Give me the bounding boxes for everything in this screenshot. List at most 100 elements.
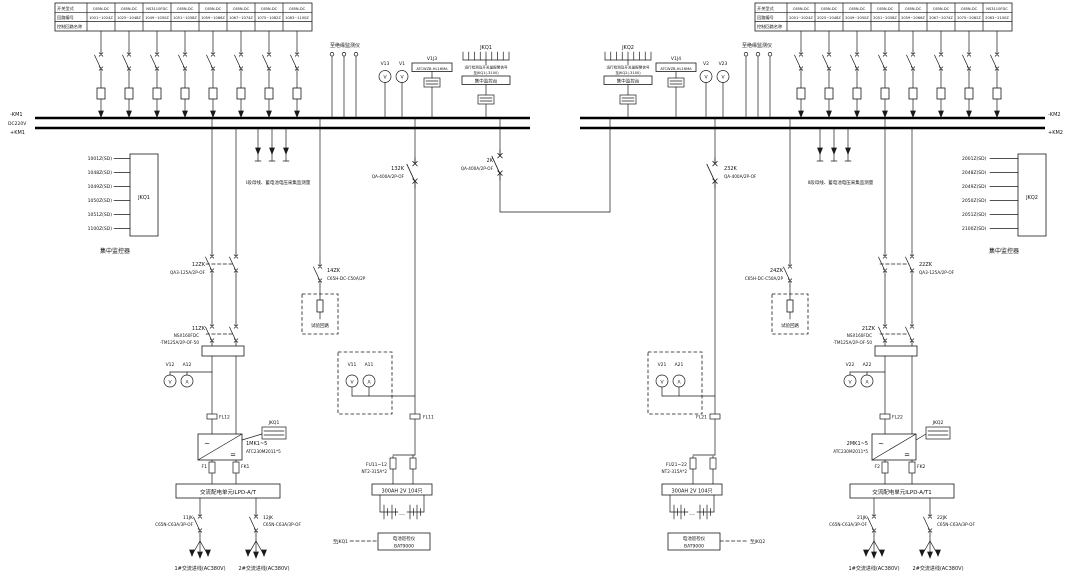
breaker-id: 21JK [857, 515, 868, 521]
table-cell: 1059~1066Z [201, 16, 225, 20]
test-circuit-2: 24ZK C65H-DC-C50A/2P 试验回路 [745, 117, 809, 335]
table-cell: C65N-DC [793, 7, 810, 11]
fuse-id: FU21~22 [666, 462, 687, 468]
table-cell: C65N-DC [821, 7, 838, 11]
sampling-note: Ⅱ段母线、蓄电池电压采集监测量 [808, 179, 874, 186]
ac-glyph: ~ [204, 440, 210, 448]
battery-monitor-name: 电池巡检仪 [683, 535, 706, 542]
signal-label: 1048Z(SD) [88, 170, 113, 176]
breaker-spec: QA3-125A/2P-OF [170, 270, 206, 275]
jkq1-label: JKQ1 [479, 45, 492, 51]
right-feeder-table: 开关型式 回路编号 控制回路名称 C65N-DC C65N-DC C65N-DC… [754, 2, 1013, 32]
breaker-id: 12ZK [192, 262, 206, 268]
table-cell: C65N-DC [261, 7, 278, 11]
shunt-label: FL12 [219, 415, 230, 421]
fuse-id: FU11~12 [366, 462, 387, 468]
meter-label: V13 [381, 61, 390, 67]
meter-glyph: V [721, 75, 725, 81]
charger-chain-2: 22ZK QA3-125A/2P-OF 21ZK NSX160FDC -TM12… [829, 117, 975, 572]
battery-capacity: 300AH 2V 104只 [671, 488, 712, 494]
signal-label: 2048Z(SD) [962, 170, 987, 176]
breaker-spec: C65H-DC-C50A/2P [327, 276, 366, 281]
meter-glyph: V [168, 380, 172, 386]
controller-id: JKQ2 [1025, 195, 1038, 201]
jkq2-console-block: JKQ2 运行检测及开关量报警信号 至JKQ2(-3100) 集中监控台 [603, 45, 653, 118]
to-jkq1-link: 至JKQ1 [333, 539, 348, 545]
left-feeder-table: 开关型式 回路编号 控制回路名称 C65N-DC C65N-DC NS3110F… [54, 2, 313, 32]
breaker-spec: -TM125A/2P-OF-50 [160, 340, 199, 345]
table-cell: C65N-DC [933, 7, 950, 11]
breaker-id: 21ZK [862, 326, 876, 332]
central-monitor-caption: 集中监控器 [100, 247, 130, 255]
meter-glyph: A [677, 380, 681, 386]
breaker-id: 22ZK [919, 262, 933, 268]
row-label-circuit-no: 回路编号 [57, 14, 74, 21]
voltmeter-v13: V13 V [378, 61, 392, 118]
row-label-circuit-no: 回路编号 [757, 14, 774, 21]
table-cell: 1083~1100Z [285, 16, 309, 20]
table-cell: 2001~2024Z [789, 16, 813, 20]
breaker-id: 232K [724, 166, 738, 172]
breaker-spec: C65N-C63A/3P-OF [263, 522, 301, 527]
meter-label: A12 [183, 362, 192, 368]
table-cell: 2051~2058Z [873, 16, 897, 20]
meter-glyph: A [865, 380, 869, 386]
breaker-id: 12JK [263, 515, 274, 521]
battery-branch-1: 132K QA-400A/2P-OF FL11 V11 A11 V A FU11… [333, 117, 434, 551]
voltmeter-v1: V1 V [395, 61, 409, 118]
row-label-circuit-name: 控制回路名称 [57, 23, 82, 30]
battery-monitor-name: 电池巡检仪 [393, 535, 416, 542]
battery-monitor-model: BAT9000 [394, 544, 414, 550]
jkq1-console-block: JKQ1 运行检测及开关量报警信号 至JKQ1(-3100) 集中监控台 [461, 45, 511, 118]
table-cell: 1067~1074Z [229, 16, 253, 20]
charger-spec: ATC230M2011*5 [833, 449, 868, 454]
sampling-note: Ⅰ段母线、蓄电池电压采集监测量 [246, 179, 311, 186]
battery-meter-panel-1: V11 A11 V A [337, 351, 416, 415]
ac-input-label: 2#交流进线(AC380V) [238, 565, 289, 572]
ac-input-label: 1#交流进线(AC380V) [848, 565, 899, 572]
ac-distribution-unit: 交流配电单元ILPD-A/T1 [872, 488, 932, 496]
row-label-switch-type: 开关型式 [757, 5, 775, 12]
table-cell: C65N-DC [905, 7, 922, 11]
signal-label: 2001Z(SD) [962, 156, 987, 162]
charger-chain-1: 12ZK QA3-125A/2P-OF 11ZK NSX160FDC -TM12… [155, 117, 301, 572]
charger-spec: ATC230M2011*5 [246, 449, 281, 454]
table-cell: C65N-DC [961, 7, 978, 11]
table-cell: C65N-DC [289, 7, 306, 11]
signal-label: 2051Z(SD) [962, 212, 987, 218]
fuse-spec: NT2-315A*2 [362, 469, 388, 474]
charger-module-2: ~ = 2MK1~5 ATC230M2011*5 [833, 433, 917, 461]
table-cell: 2083~2100Z [985, 16, 1009, 20]
row-label-circuit-name: 控制回路名称 [757, 23, 782, 30]
bus-label-neg-km2: -KM2 [1048, 112, 1061, 118]
jkq1-signal-label: JKQ1 [268, 420, 280, 426]
voltmeter-v2: V2 V [699, 61, 713, 118]
meter-glyph: V [383, 75, 387, 81]
right-central-monitor: 2001Z(SD) 2048Z(SD) 2049Z(SD) 2050Z(SD) … [962, 153, 1047, 255]
meter-label: V22 [846, 362, 855, 368]
breaker-spec: C65H-DC-C50A/2P [745, 276, 784, 281]
table-cell: 2075~2082Z [957, 16, 981, 20]
right-voltage-sampling: Ⅱ段母线、蓄电池电压采集监测量 [808, 129, 874, 186]
breaker-spec: QA-400A/2P-OF [724, 174, 757, 179]
fuse-label: FK1 [241, 464, 250, 470]
breaker-id: 2K [487, 158, 494, 164]
signal-label: 1051Z(SD) [88, 212, 113, 218]
shunt-label: FL11 [423, 415, 434, 421]
ac-distribution-unit: 交流配电单元ILPD-A/T [200, 488, 257, 496]
battery-branch-2: 232K QA-400A/2P-OF FL21 V21 A21 V A FU21… [647, 117, 765, 551]
table-cell: NS3110FDC [146, 7, 168, 11]
breaker-id: 14ZK [327, 268, 341, 274]
test-circuit-label: 试验回路 [311, 322, 329, 329]
meter-glyph: V [848, 380, 852, 386]
charger-module-1: ~ = 1MK1~5 ATC230M2011*5 [197, 433, 281, 461]
table-cell: 1075~1082Z [257, 16, 281, 20]
signal-label: 2049Z(SD) [962, 184, 987, 190]
breaker-spec: NSX160FDC [847, 333, 872, 338]
dc-bus-section-1: -KM1 DC220V +KM1 [8, 112, 530, 136]
meter-glyph: A [185, 380, 189, 386]
meter-label: A11 [365, 362, 374, 368]
meter-label: V11 [348, 362, 357, 368]
breaker-id: 132K [391, 166, 405, 172]
